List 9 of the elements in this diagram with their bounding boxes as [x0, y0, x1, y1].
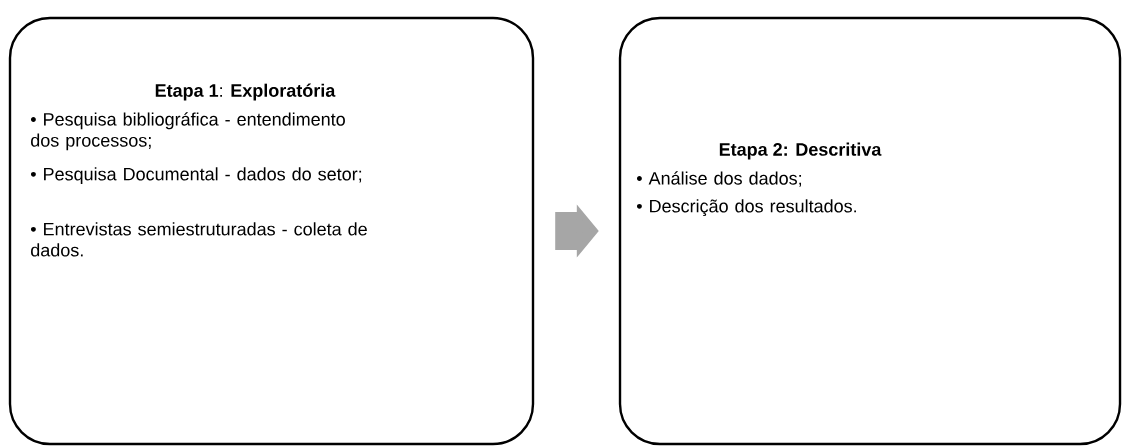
- bullet-item: • Pesquisa Documental - dados do setor;: [31, 167, 362, 185]
- bullet-item: • Pesquisa bibliográfica - entendimento dos processos;: [31, 112, 345, 151]
- process-box: [618, 16, 1122, 446]
- bullet-item: • Descrição dos resultados.: [637, 199, 856, 217]
- heading: Etapa 2: Descritiva: [719, 142, 882, 160]
- heading: Etapa 1: Exploratória: [155, 83, 336, 101]
- bullet-item: • Análise dos dados;: [637, 171, 801, 187]
- bullet-item: • Entrevistas semiestruturadas - coleta de dados.: [31, 222, 367, 257]
- process-box: [8, 16, 535, 446]
